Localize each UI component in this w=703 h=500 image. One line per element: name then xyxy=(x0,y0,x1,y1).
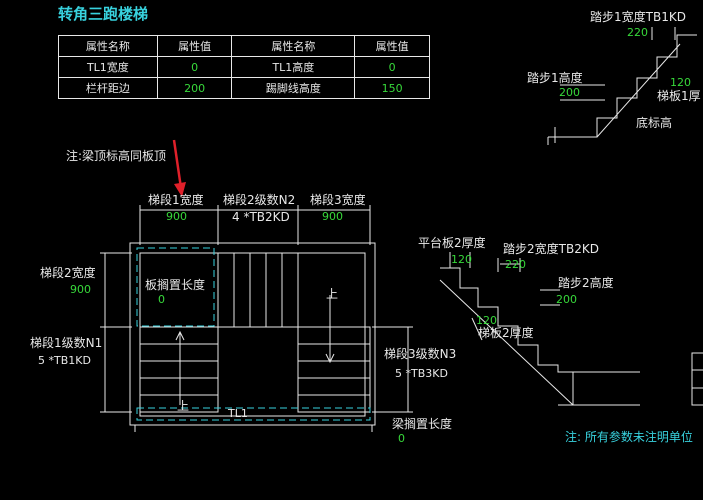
table-row: TL1宽度 0 TL1高度 0 xyxy=(58,56,430,78)
riser2-label: 踏步2高度 xyxy=(558,276,614,290)
slab2-label: 梯板2厚度 xyxy=(478,326,534,340)
table-header: 属性值 xyxy=(156,35,233,57)
slab1-value[interactable]: 120 xyxy=(670,76,691,89)
table-cell: 踢脚线高度 xyxy=(231,77,356,99)
landing-value[interactable]: 120 xyxy=(451,253,472,266)
table-header-row: 属性名称 属性值 属性名称 属性值 xyxy=(58,35,430,57)
table-cell: TL1高度 xyxy=(231,56,356,78)
red-pointer-arrow xyxy=(172,139,186,197)
footer-note: 注: 所有参数未注明单位 xyxy=(565,430,693,444)
seg2-width-label: 梯段2宽度 xyxy=(40,266,96,280)
slab1-label: 梯板1厚 xyxy=(657,89,701,103)
seg3-width-value[interactable]: 900 xyxy=(322,210,343,223)
slab-rest-label: 板搁置长度 xyxy=(145,278,206,292)
beam-note: 注:梁顶标高同板顶 xyxy=(66,149,167,163)
table-value[interactable]: 150 xyxy=(354,77,430,99)
tread2-value[interactable]: 220 xyxy=(505,258,526,271)
seg3-width-label: 梯段3宽度 xyxy=(310,193,366,207)
up-label: 上 xyxy=(177,399,190,413)
beam-label: TL1 xyxy=(228,407,248,420)
beam-rest-value[interactable]: 0 xyxy=(398,432,405,445)
seg2-steps-label: 梯段2级数N2 xyxy=(223,193,296,207)
table-row: 栏杆距边 200 踢脚线高度 150 xyxy=(58,77,430,99)
tread1-value[interactable]: 220 xyxy=(627,26,648,39)
slab2-value[interactable]: 120 xyxy=(476,314,497,327)
table-value[interactable]: 0 xyxy=(156,56,233,78)
table-header: 属性名称 xyxy=(231,35,356,57)
riser1-value[interactable]: 200 xyxy=(559,86,580,99)
table-header: 属性名称 xyxy=(58,35,158,57)
seg2-steps-value[interactable]: 4 *TB2KD xyxy=(232,210,290,224)
seg1-steps-value[interactable]: 5 *TB1KD xyxy=(38,354,91,367)
section-top-profile xyxy=(547,27,697,145)
tread1-label: 踏步1宽度TB1KD xyxy=(590,10,686,24)
table-cell: 栏杆距边 xyxy=(58,77,158,99)
table-value[interactable]: 0 xyxy=(354,56,430,78)
seg1-width-value[interactable]: 900 xyxy=(166,210,187,223)
landing-label: 平台板2厚度 xyxy=(418,236,486,250)
section-mid-profile xyxy=(439,252,703,406)
slab-rest-value[interactable]: 0 xyxy=(158,293,165,306)
riser2-value[interactable]: 200 xyxy=(556,293,577,306)
seg1-steps-label: 梯段1级数N1 xyxy=(30,336,103,350)
seg2-width-value[interactable]: 900 xyxy=(70,283,91,296)
table-header: 属性值 xyxy=(354,35,430,57)
seg3-steps-value[interactable]: 5 *TB3KD xyxy=(395,367,448,380)
properties-table: 属性名称 属性值 属性名称 属性值 TL1宽度 0 TL1高度 0 栏杆距边 2… xyxy=(58,35,430,99)
beam-rest-label: 梁搁置长度 xyxy=(392,417,453,431)
slab-outline xyxy=(136,247,371,421)
seg1-width-label: 梯段1宽度 xyxy=(148,193,204,207)
riser1-label: 踏步1高度 xyxy=(527,71,583,85)
table-cell: TL1宽度 xyxy=(58,56,158,78)
base-elevation-label: 底标高 xyxy=(636,116,673,130)
drawing-title: 转角三跑楼梯 xyxy=(58,5,149,23)
table-value[interactable]: 200 xyxy=(156,77,233,99)
seg3-steps-label: 梯段3级数N3 xyxy=(384,347,457,361)
up-label: 上 xyxy=(326,287,339,301)
plan-view xyxy=(100,205,413,432)
tread2-label: 踏步2宽度TB2KD xyxy=(503,242,599,256)
